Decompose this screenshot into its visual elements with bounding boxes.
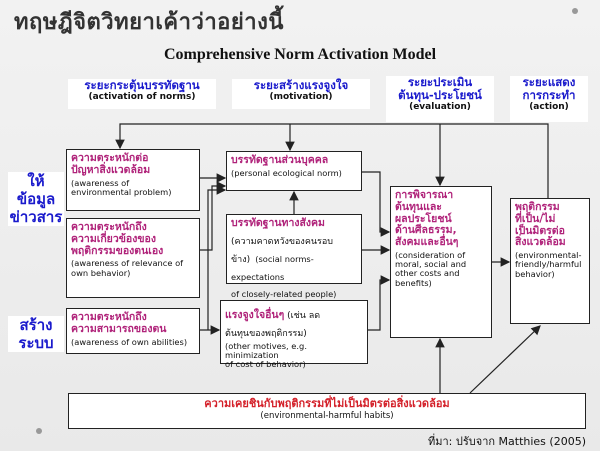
box-other-motives: แรงจูงใจอื่นๆ (เช่น ลด ต้นทุนของพฤติกรรม…	[220, 300, 368, 369]
box-personal-norm-en: (personal ecological norm)	[231, 167, 342, 178]
arrow-feedback-top	[115, 123, 549, 198]
decorative-dot-right	[572, 8, 578, 14]
box-other-motives-th: แรงจูงใจอื่นๆ	[225, 309, 285, 321]
box-behavior-en: (environmental- friendly/harmful behavio…	[515, 250, 582, 279]
box-awareness-relevance-th: ความตระหนักถึง ความเกี่ยวข้องของ พฤติกรร…	[71, 221, 164, 257]
arrow-personal-eval	[362, 171, 391, 237]
box-other-motives-th2: (เช่น ลด ต้นทุนของพฤติกรรม)	[225, 311, 321, 339]
phase-activation: ระยะกระตุ้นบรรทัดฐาน (activation of norm…	[68, 78, 216, 109]
phase-action-en: (action)	[529, 102, 569, 113]
box-awareness-abilities-en: (awareness of own abilities)	[71, 336, 188, 347]
phase-motivation: ระยะสร้างแรงจูงใจ (motivation)	[232, 78, 370, 109]
box-social-norm-th2: (ความคาดหวังของคนรอบ ข้าง)	[231, 236, 333, 265]
arrow-motives-eval	[368, 275, 391, 331]
phase-action: ระยะแสดง การกระทำ (action)	[510, 75, 588, 122]
box-behavior-th: พฤติกรรม ที่เป็น/ไม่ เป็นมิตรต่อ สิ่งแวด…	[515, 201, 566, 249]
phase-activation-en: (activation of norms)	[88, 92, 196, 103]
phase-evaluation-en: (evaluation)	[409, 102, 471, 113]
box-habits-en: (environmental-harmful habits)	[260, 410, 394, 421]
box-awareness-relevance: ความตระหนักถึง ความเกี่ยวข้องของ พฤติกรร…	[66, 218, 200, 298]
phase-evaluation: ระยะประเมิน ต้นทุน-ประโยชน์ (evaluation)	[386, 75, 494, 122]
phase-motivation-en: (motivation)	[269, 92, 333, 103]
phase-activation-th: ระยะกระตุ้นบรรทัดฐาน	[84, 78, 200, 92]
decorative-dot-left	[36, 428, 42, 434]
phase-motivation-th: ระยะสร้างแรงจูงใจ	[253, 78, 349, 92]
arrow-habits-behavior	[469, 325, 541, 394]
side-label-info: ให้ ข้อมูล ข่าวสาร	[8, 172, 64, 226]
box-habits-th: ความเคยชินกับพฤติกรรมที่ไม่เป็นมิตรต่อสิ…	[204, 397, 450, 410]
model-title: Comprehensive Norm Activation Model	[163, 46, 437, 63]
source-citation: ที่มา: ปรับจาก Matthies (2005)	[428, 435, 586, 448]
side-label-system: สร้าง ระบบ	[8, 316, 64, 352]
arrow-relevance-personal	[200, 181, 227, 251]
box-habits: ความเคยชินกับพฤติกรรมที่ไม่เป็นมิตรต่อสิ…	[68, 393, 586, 429]
box-awareness-abilities: ความตระหนักถึง ความสามารถของตน (awarenes…	[66, 308, 200, 354]
box-awareness-abilities-th: ความตระหนักถึง ความสามารถของตน	[71, 311, 167, 335]
box-evaluation-th: การพิจารณา ต้นทุนและ ผลประโยชน์ ด้านศีลธ…	[395, 189, 459, 248]
box-other-motives-en: (other motives, e.g. minimization of cos…	[225, 340, 307, 370]
box-awareness-relevance-en: (awareness of relevance of own behavior)	[71, 258, 184, 278]
phase-action-th: ระยะแสดง การกระทำ	[522, 75, 576, 103]
box-personal-norm-th: บรรทัดฐานส่วนบุคคล	[231, 154, 329, 166]
box-awareness-problem: ความตระหนักต่อ ปัญหาสิ่งแวดล้อม (awarene…	[66, 149, 200, 211]
box-social-norm-en: (social norms-expectations of closely-re…	[231, 253, 337, 300]
box-evaluation-en: (consideration of moral, social and othe…	[395, 249, 467, 288]
arrow-abilities-up	[207, 185, 227, 330]
phase-evaluation-th: ระยะประเมิน ต้นทุน-ประโยชน์	[398, 75, 482, 103]
box-social-norm-th: บรรทัดฐานทางสังคม	[231, 217, 325, 229]
box-evaluation: การพิจารณา ต้นทุนและ ผลประโยชน์ ด้านศีลธ…	[390, 186, 492, 338]
box-personal-norm: บรรทัดฐานส่วนบุคคล (personal ecological …	[226, 151, 362, 191]
slide-title: ทฤษฎีจิตวิทยาเค้าว่าอย่างนี้	[14, 10, 284, 35]
box-behavior: พฤติกรรม ที่เป็น/ไม่ เป็นมิตรต่อ สิ่งแวด…	[510, 198, 590, 324]
box-awareness-problem-th: ความตระหนักต่อ ปัญหาสิ่งแวดล้อม	[71, 152, 151, 176]
box-awareness-problem-en: (awareness of environmental problem)	[71, 177, 172, 197]
box-social-norm: บรรทัดฐานทางสังคม (ความคาดหวังของคนรอบ ข…	[226, 214, 362, 299]
